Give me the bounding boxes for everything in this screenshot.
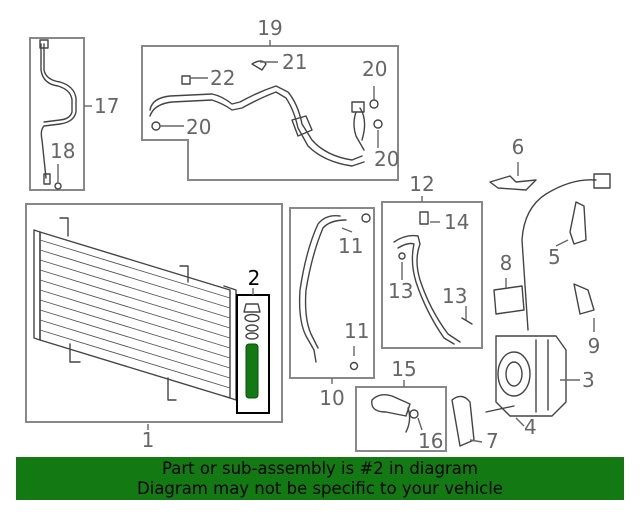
- group-17-pipe: [29, 37, 85, 191]
- callout-14: 14: [444, 210, 469, 234]
- callout-7: 7: [486, 429, 499, 453]
- banner-line-1: Part or sub-assembly is #2 in diagram: [162, 458, 478, 478]
- callout-4: 4: [524, 415, 537, 439]
- callout-17: 17: [94, 94, 119, 118]
- callout-15: 15: [391, 357, 416, 381]
- callout-19: 19: [257, 16, 282, 40]
- group-15-muffler: [355, 386, 447, 452]
- group-19-hose: [141, 45, 399, 181]
- callout-2: 2: [248, 266, 261, 290]
- callout-11a: 11: [338, 234, 363, 258]
- callout-20a: 20: [186, 115, 211, 139]
- callout-21: 21: [282, 50, 307, 74]
- callouts: 1 2 3 4 5 6 7 8 9 10 11 11 12 13 13 14 1…: [50, 16, 600, 453]
- callout-12: 12: [409, 172, 434, 196]
- callout-5: 5: [548, 245, 561, 269]
- callout-10: 10: [319, 386, 344, 410]
- callout-9: 9: [588, 334, 601, 358]
- group-3-compressor: [485, 173, 611, 417]
- callout-6: 6: [512, 135, 525, 159]
- callout-20c: 20: [374, 147, 399, 171]
- group-12-hose: [381, 201, 483, 349]
- callout-1: 1: [142, 428, 155, 452]
- leader-lines: [57, 40, 595, 443]
- callout-3: 3: [582, 368, 595, 392]
- callout-20b: 20: [362, 57, 387, 81]
- banner-line-2: Diagram may not be specific to your vehi…: [137, 478, 503, 498]
- callout-16: 16: [418, 429, 443, 453]
- info-banner: Part or sub-assembly is #2 in diagram Di…: [16, 457, 624, 500]
- callout-13a: 13: [388, 279, 413, 303]
- callout-13b: 13: [442, 284, 467, 308]
- brackets: [451, 175, 595, 447]
- group-10-pipe: [289, 207, 375, 379]
- callout-8: 8: [500, 251, 513, 275]
- group-2-receiver-dryer: [236, 294, 270, 414]
- callout-11b: 11: [344, 319, 369, 343]
- callout-18: 18: [50, 139, 75, 163]
- callout-22: 22: [210, 66, 235, 90]
- highlighted-part: [245, 343, 259, 399]
